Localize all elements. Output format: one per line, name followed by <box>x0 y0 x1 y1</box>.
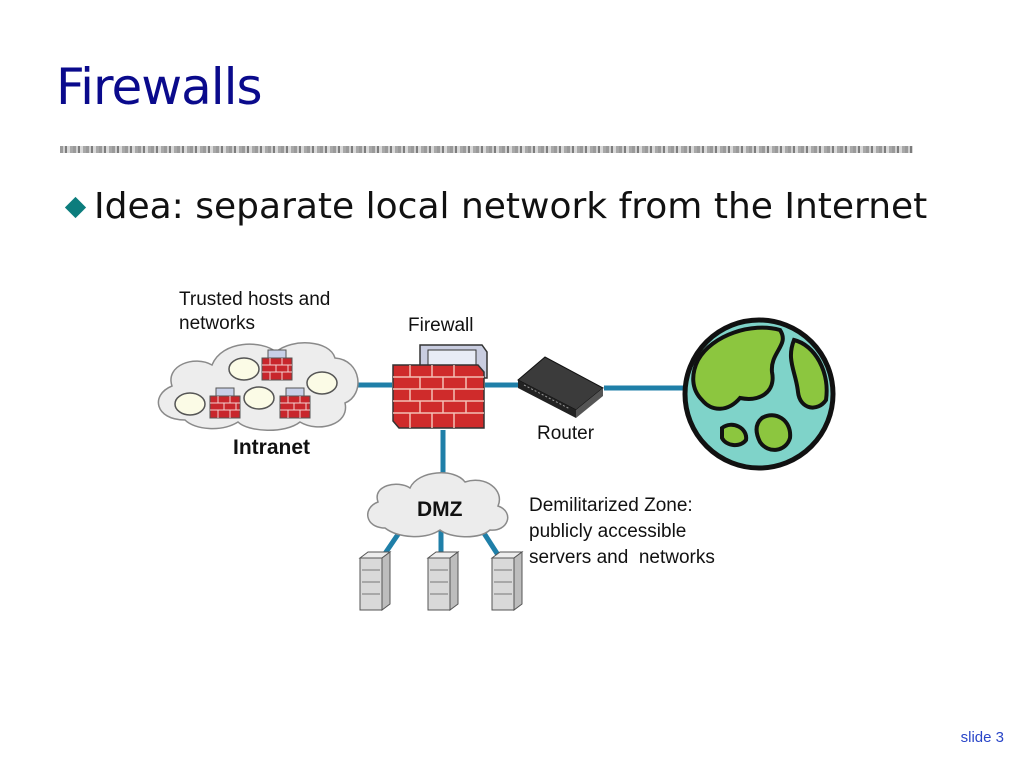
dmz-cloud-icon <box>367 472 509 538</box>
title-divider <box>60 146 913 153</box>
dmz-description: Demilitarized Zone: publicly accessible … <box>529 493 715 571</box>
router-label: Router <box>537 423 595 444</box>
trusted-hosts-label: Trusted hosts and networks <box>179 288 330 336</box>
internet-globe-icon <box>682 317 836 471</box>
bullet-point: Idea: separate local network from the In… <box>64 186 927 227</box>
dmz-description-line2: publicly accessible <box>529 521 687 542</box>
firewall-label: Firewall <box>408 315 474 336</box>
server-icon <box>490 551 524 611</box>
firewall-icon <box>392 344 488 429</box>
dmz-description-line1: Demilitarized Zone: <box>529 495 693 516</box>
router-icon <box>517 356 604 418</box>
slide-title: Firewalls <box>56 58 263 116</box>
dmz-label: DMZ <box>417 498 463 521</box>
intranet-cloud-icon <box>157 342 359 431</box>
dmz-servers <box>358 551 524 611</box>
intranet-label: Intranet <box>233 436 311 459</box>
trusted-hosts-label-line1: Trusted hosts and <box>179 289 331 310</box>
server-icon <box>358 551 392 611</box>
mini-firewall-icons <box>209 349 311 419</box>
slide-number: slide 3 <box>960 729 1004 746</box>
bullet-text: Idea: separate local network from the In… <box>94 186 928 227</box>
trusted-hosts-label-line2: networks <box>179 313 256 334</box>
server-icon <box>426 551 460 611</box>
dmz-description-line3: servers and networks <box>529 547 715 568</box>
